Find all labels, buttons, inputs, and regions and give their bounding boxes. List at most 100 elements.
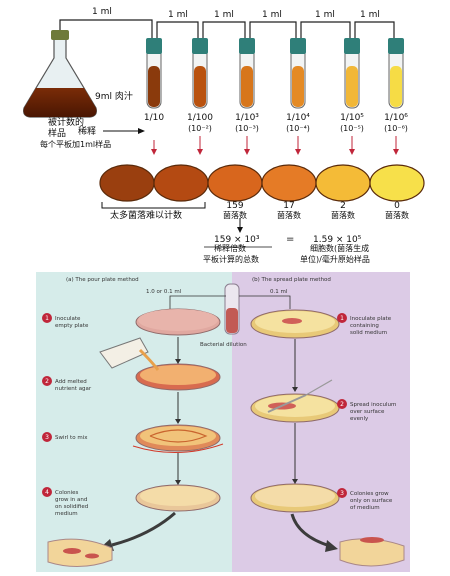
dilution-series: 被计数的 样品 1 ml 1 ml 1 ml 1 ml 1 ml 1 ml 1/… bbox=[23, 7, 425, 264]
formula-right-caption1: 细胞数(菌落生成 bbox=[310, 243, 369, 253]
step-number-badge bbox=[42, 376, 52, 386]
plating-arrowhead bbox=[393, 149, 399, 155]
step-number-badge bbox=[42, 487, 52, 497]
methods-panel: (a) The pour plate method (b) The spread… bbox=[36, 272, 410, 572]
formula-eq: = bbox=[286, 234, 294, 245]
tube-ratio-label: 1/100 bbox=[187, 113, 213, 123]
spread-header: (b) The spread plate method bbox=[252, 277, 331, 283]
tube-liquid bbox=[390, 66, 402, 107]
tube-exponent-label: (10⁻⁴) bbox=[286, 124, 310, 133]
plate-disc bbox=[153, 164, 209, 202]
step-text-line: of medium bbox=[350, 505, 380, 511]
step-text-line: Inoculate bbox=[55, 316, 81, 322]
formula-left-caption2: 平板计算的总数 bbox=[203, 254, 259, 264]
transfer-label-3: 1 ml bbox=[214, 10, 234, 20]
step-text-line: on solidified bbox=[55, 504, 88, 510]
colony-count: 17 bbox=[283, 201, 294, 211]
transfer-label-5: 1 ml bbox=[315, 10, 335, 20]
tube-exponent-label: (10⁻³) bbox=[235, 124, 259, 133]
spread-transfer-line bbox=[239, 295, 291, 309]
tube-exponent-label: (10⁻⁵) bbox=[340, 124, 364, 133]
step-number-badge bbox=[337, 313, 347, 323]
step-number: 3 bbox=[340, 490, 344, 497]
pour-result-arrow bbox=[111, 511, 176, 547]
step-text-line: Swirl to mix bbox=[55, 435, 88, 441]
tube-ratio-label: 1/10⁴ bbox=[286, 113, 310, 123]
flask-label-line1: 被计数的 bbox=[48, 116, 84, 128]
agar-plate-1 bbox=[99, 164, 155, 202]
pour-header: (a) The pour plate method bbox=[66, 277, 139, 283]
too-many-label: 太多菌落难以计数 bbox=[110, 209, 182, 221]
colony-count-label: 菌落数 bbox=[277, 210, 301, 220]
transfer-label-2: 1 ml bbox=[168, 10, 188, 20]
tube-cap bbox=[146, 38, 162, 54]
pour-plate-3 bbox=[132, 424, 224, 453]
spread-plate-3 bbox=[250, 483, 340, 513]
plate-disc bbox=[369, 164, 425, 202]
step-number: 1 bbox=[45, 315, 49, 322]
tube-liquid bbox=[148, 66, 160, 107]
spread-result-arrow bbox=[290, 513, 331, 548]
flask-label-line2: 样品 bbox=[48, 127, 66, 139]
pour-plate-2 bbox=[135, 363, 221, 391]
tubes-group: 1/10 1/100(10⁻²) 1/10³(10⁻³) 1/10⁴(10⁻⁴) 1/1… bbox=[144, 38, 408, 155]
plating-arrowhead bbox=[244, 149, 250, 155]
agar-flask bbox=[99, 337, 160, 371]
dilution-tube-6: 1/10⁶(10⁻⁶) bbox=[384, 38, 408, 155]
step-number-badge bbox=[42, 432, 52, 442]
formula-arrowhead bbox=[237, 227, 243, 233]
tube-cap bbox=[290, 38, 306, 54]
step-text-line: Colonies grow bbox=[350, 491, 389, 497]
plating-arrowhead bbox=[295, 149, 301, 155]
formula-right-caption2: 单位)/毫升原始样品 bbox=[300, 254, 370, 264]
plating-arrowhead bbox=[349, 149, 355, 155]
pour-volume-label: 1.0 or 0.1 ml bbox=[146, 289, 182, 295]
spread-result-arrowhead bbox=[325, 540, 338, 552]
step-text-line: containing bbox=[350, 323, 379, 329]
diluent-label: 9ml 肉汁 bbox=[95, 90, 133, 102]
dilution-tube-3: 1/10³(10⁻³) bbox=[235, 38, 259, 155]
step-text-line: solid medium bbox=[350, 330, 387, 336]
step-text-line: medium bbox=[55, 511, 78, 517]
step-number: 3 bbox=[45, 434, 49, 441]
tube-liquid bbox=[292, 66, 304, 107]
formula-right: 1.59 × 10⁵ bbox=[313, 235, 362, 245]
step-text-line: only on surface bbox=[350, 498, 393, 504]
colony-count-label: 菌落数 bbox=[385, 210, 409, 220]
step-number: 1 bbox=[340, 315, 344, 322]
tube-exponent-label: (10⁻⁶) bbox=[384, 124, 408, 133]
step-text-line: nutrient agar bbox=[55, 386, 92, 392]
colony-count: 0 bbox=[394, 201, 400, 211]
tube-cap bbox=[344, 38, 360, 54]
tube-ratio-label: 1/10⁶ bbox=[384, 113, 408, 123]
dilute-label: 稀释 bbox=[78, 125, 96, 137]
pour-transfer-line bbox=[169, 295, 226, 309]
formula-left: 159 × 10³ bbox=[214, 235, 260, 245]
transfer-label-6: 1 ml bbox=[360, 10, 380, 20]
step-number-badge bbox=[337, 399, 347, 409]
step-number: 4 bbox=[45, 489, 49, 496]
tube-ratio-label: 1/10⁵ bbox=[340, 113, 364, 123]
step-text-line: empty plate bbox=[55, 323, 89, 329]
spread-plate-1 bbox=[250, 309, 340, 339]
tube-ratio-label: 1/10 bbox=[144, 113, 164, 123]
pour-plate-4 bbox=[135, 484, 221, 512]
spread-volume-label: 0.1 ml bbox=[270, 289, 288, 295]
step-text-line: evenly bbox=[350, 416, 369, 422]
bacterial-dilution-tube bbox=[224, 283, 240, 335]
pour-cross-section bbox=[47, 538, 113, 568]
tube-liquid bbox=[241, 66, 253, 107]
step-text-line: Inoculate plate bbox=[350, 316, 392, 322]
sample-flask bbox=[23, 30, 97, 118]
plate-disc bbox=[261, 164, 317, 202]
tube-exponent-label: (10⁻²) bbox=[188, 124, 212, 133]
